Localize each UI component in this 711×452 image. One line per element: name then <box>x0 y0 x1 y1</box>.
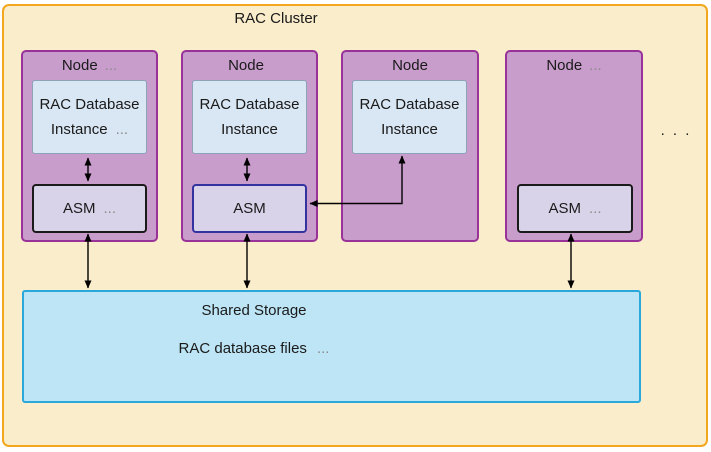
node-1-instance-line1: RAC Database <box>39 96 140 113</box>
node-3-title: Node <box>343 57 477 74</box>
rac-cluster-title: RAC Cluster <box>234 10 318 27</box>
node-1-title-label: Node <box>61 57 98 74</box>
node-4-asm-ellipsis: ... <box>589 200 602 217</box>
node-1-title: Node ... <box>23 57 156 74</box>
node-2-instance-label: Instance <box>221 121 278 138</box>
node-2-instance-line1: RAC Database <box>199 96 300 113</box>
node-2-instance-box: RAC Database Instance <box>192 80 307 154</box>
node-3-instance-label: Instance <box>381 121 438 138</box>
node-4-box: Node ... ASM ... <box>505 50 643 242</box>
node-4-title: Node ... <box>507 57 641 74</box>
node-2-title-label: Node <box>228 57 264 74</box>
more-nodes-ellipsis: . . . <box>660 122 692 139</box>
shared-storage-title: Shared Storage <box>201 302 307 319</box>
shared-storage-box: Shared Storage RAC database files ... <box>22 290 641 403</box>
node-1-title-ellipsis: ... <box>104 57 118 74</box>
node-1-instance-line2: Instance ... <box>33 117 146 142</box>
node-1-asm-ellipsis: ... <box>103 200 117 217</box>
node-4-title-ellipsis: ... <box>589 57 602 74</box>
node-2-box: Node RAC Database Instance ASM <box>181 50 318 242</box>
node-3-title-label: Node <box>392 57 428 74</box>
node-3-instance-box: RAC Database Instance <box>352 80 467 154</box>
node-2-asm-label: ASM <box>233 200 266 217</box>
node-4-title-label: Node <box>546 57 583 74</box>
shared-storage-files-label: RAC database files <box>178 340 307 357</box>
node-1-asm-box: ASM ... <box>32 184 147 233</box>
shared-storage-files-ellipsis: ... <box>316 340 330 357</box>
node-3-box: Node RAC Database Instance <box>341 50 479 242</box>
node-2-instance-line2: Instance <box>193 117 306 142</box>
node-4-asm-box: ASM ... <box>517 184 633 233</box>
node-4-asm-label: ASM <box>548 200 581 217</box>
node-3-instance-line2: Instance <box>353 117 466 142</box>
node-1-box: Node ... RAC Database Instance ... ASM .… <box>21 50 158 242</box>
node-2-title: Node <box>183 57 316 74</box>
node-3-instance-line1: RAC Database <box>359 96 460 113</box>
shared-storage-files: RAC database files ... <box>134 340 374 357</box>
node-1-instance-ellipsis: ... <box>115 121 129 138</box>
node-1-instance-label: Instance <box>50 121 108 138</box>
node-2-asm-box: ASM <box>192 184 307 233</box>
node-1-instance-box: RAC Database Instance ... <box>32 80 147 154</box>
node-1-asm-label: ASM <box>62 200 96 217</box>
